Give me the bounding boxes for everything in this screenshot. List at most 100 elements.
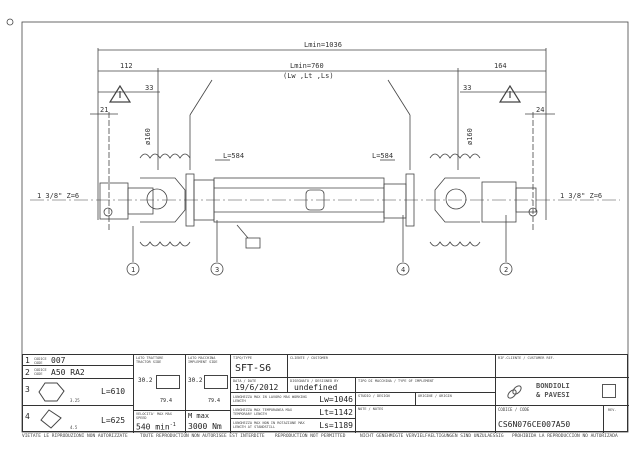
cross-height: 30.2 xyxy=(138,377,153,384)
warning-triangle-icon xyxy=(108,84,132,103)
drawing-frame xyxy=(21,21,629,433)
caption: LATO MACCHINA IMPLEMENT SIDE xyxy=(188,356,218,364)
dim-right-guard: 33 xyxy=(463,84,471,92)
caption: VELOCITA' MAX MAX SPEED xyxy=(136,412,172,420)
tractor-side-icon xyxy=(245,237,261,249)
customer-cell: CLIENTE / CUSTOMER xyxy=(288,355,496,378)
caption: TIPO/TYPE xyxy=(233,356,252,360)
dim-left-tube: L=584 xyxy=(223,152,244,160)
logo-cell: BONDIOLI & PAVESI xyxy=(496,378,629,406)
dim-left-diameter: ø160 xyxy=(144,128,152,145)
lt-cell: LUNGHEZZA MAX TEMPORANEA MAX TEMPORARY L… xyxy=(231,406,356,419)
footer-notice-es: PROHIBIDA LA REPRODUCCION NO AUTORIZADA xyxy=(512,434,618,439)
left-spline-label: 1 3/8" Z=6 xyxy=(37,192,79,200)
max-torque: M max 3000 Nm xyxy=(186,411,231,433)
callout-2 xyxy=(499,262,513,276)
lt-value: Lt=1142 xyxy=(319,408,353,417)
tractor-side-cross: LATO TRATTORE TRACTOR SIDE 30.2 79.4 xyxy=(134,355,186,411)
callout-1 xyxy=(126,262,140,276)
date-cell: DATA / DATE 19/6/2012 xyxy=(231,378,288,393)
dim-lmin-sub: (Lw ,Lt ,Ls) xyxy=(283,72,334,80)
dim-lmin-total: Lmin=1036 xyxy=(304,41,342,49)
caption: LATO TRATTORE TRACTOR SIDE xyxy=(136,356,164,364)
cross-width: 79.4 xyxy=(160,398,173,404)
profile-thickness: 3.25 xyxy=(70,398,80,403)
callout-4 xyxy=(396,262,410,276)
callout-2-label: 2 xyxy=(504,266,508,274)
dim-right-diameter: ø160 xyxy=(466,128,474,145)
dim-left-offset: 112 xyxy=(120,62,133,70)
title-block: 1 CODICE CODE 007 2 CODICE CODE A50 RA2 … xyxy=(22,354,629,433)
bondioli-pavesi-logo-icon xyxy=(507,385,522,399)
type-value: SFT-S6 xyxy=(235,363,272,374)
drawn-by-cell: DISEGNATO / DESIGNED BY undefined xyxy=(288,378,356,393)
logo-text: & PAVESI xyxy=(536,391,570,399)
footer-notice-en: REPRODUCTION NOT PERMITTED xyxy=(275,434,346,439)
part-num: 2 xyxy=(25,368,30,377)
origin-cell: ORIGINE / ORIGIN xyxy=(416,393,496,406)
customer-ref-cell: RIF.CLIENTE / CUSTOMER REF. xyxy=(496,355,629,378)
design-cell: STUDIO / DESIGN xyxy=(356,393,416,406)
caption: CODICE / CODE xyxy=(498,407,530,412)
part-code: 007 xyxy=(51,356,66,365)
part-length: L=610 xyxy=(101,387,126,396)
part-length: L=625 xyxy=(101,416,126,425)
callout-3-label: 3 xyxy=(215,266,219,274)
cross-height: 30.2 xyxy=(188,377,203,384)
footer-notice-fr: TOUTE REPRODUCTION NON AUTORISEE EST INT… xyxy=(140,434,265,439)
dim-right-hub: 24 xyxy=(536,106,544,114)
part-code: A50 RA2 xyxy=(51,368,85,377)
footer-notice-it: VIETATE LE RIPRODUZIONI NON AUTORIZZATE xyxy=(22,434,128,439)
warning-triangle-icon xyxy=(498,84,522,103)
caption: DISEGNATO / DESIGNED BY xyxy=(290,379,339,383)
caption: CLIENTE / CUSTOMER xyxy=(290,356,328,360)
footer-notice-de: NICHT GENEHMIGTE VERVIELFAELTIGUNGEN SIN… xyxy=(360,434,504,439)
speed-value: 540 min-1 xyxy=(136,422,176,432)
logo-text: BONDIOLI xyxy=(536,382,570,390)
right-spline-label: 1 3/8" Z=6 xyxy=(560,192,602,200)
caption: LUNGHEZZA MAX TEMPORANEA MAX TEMPORARY L… xyxy=(233,408,293,416)
ls-cell: LUNGHEZZA MAX NON IN ROTAZIONE MAX LENGT… xyxy=(231,419,356,433)
caption: M max xyxy=(188,412,210,420)
lw-cell: LUNGHEZZA MAX IN LAVORO MAX WORKING LENG… xyxy=(231,393,356,406)
caption: LUNGHEZZA MAX IN LAVORO MAX WORKING LENG… xyxy=(233,395,307,403)
caption: ORIGINE / ORIGIN xyxy=(418,394,452,398)
callout-4-label: 4 xyxy=(401,266,405,274)
caption: REV. xyxy=(608,408,617,412)
cross-width: 79.4 xyxy=(208,398,221,404)
caption: LUNGHEZZA MAX NON IN ROTAZIONE MAX LENGT… xyxy=(233,421,305,429)
part-num: 3 xyxy=(25,385,30,394)
lw-value: Lw=1046 xyxy=(319,395,353,404)
implement-side-cross: LATO MACCHINA IMPLEMENT SIDE 30.2 79.4 xyxy=(186,355,231,411)
logo-mark-icon xyxy=(602,384,616,398)
part-caption: CODICE CODE xyxy=(34,368,47,376)
dim-lmin: Lmin=760 xyxy=(290,62,324,70)
drawn-by-value: undefined xyxy=(294,383,338,392)
part-row-4: 4 4.5 L=625 xyxy=(23,406,134,433)
part-row-2: 2 CODICE CODE A50 RA2 xyxy=(23,366,134,379)
part-num: 1 xyxy=(25,356,30,365)
caption: DATA / DATE xyxy=(233,379,257,383)
cross-journal-icon xyxy=(156,375,180,389)
dim-left-guard: 33 xyxy=(145,84,153,92)
torque-value: 3000 Nm xyxy=(188,422,222,431)
part-num: 4 xyxy=(25,412,30,421)
speed-text: 540 min xyxy=(136,422,170,432)
part-row-3: 3 3.25 L=610 xyxy=(23,379,134,406)
speed-exp: -1 xyxy=(169,422,176,428)
rev-cell: REV. xyxy=(604,406,629,433)
corner-mark xyxy=(6,18,14,26)
max-speed: VELOCITA' MAX MAX SPEED 540 min-1 xyxy=(134,411,186,433)
dim-right-offset: 164 xyxy=(494,62,507,70)
type-cell: TIPO/TYPE SFT-S6 xyxy=(231,355,288,378)
machine-type-cell: TIPO DI MACCHINA / TYPE OF IMPLEMENT xyxy=(356,378,496,393)
callout-1-label: 1 xyxy=(131,266,135,274)
date-value: 19/6/2012 xyxy=(235,383,279,392)
cross-journal-icon xyxy=(204,375,228,389)
caption: STUDIO / DESIGN xyxy=(358,394,390,398)
code-cell: CODICE / CODE CS6N076CE007A50 xyxy=(496,406,604,433)
tube-profile-icon xyxy=(40,409,62,429)
callout-3 xyxy=(210,262,224,276)
caption: TIPO DI MACCHINA / TYPE OF IMPLEMENT xyxy=(358,379,434,383)
